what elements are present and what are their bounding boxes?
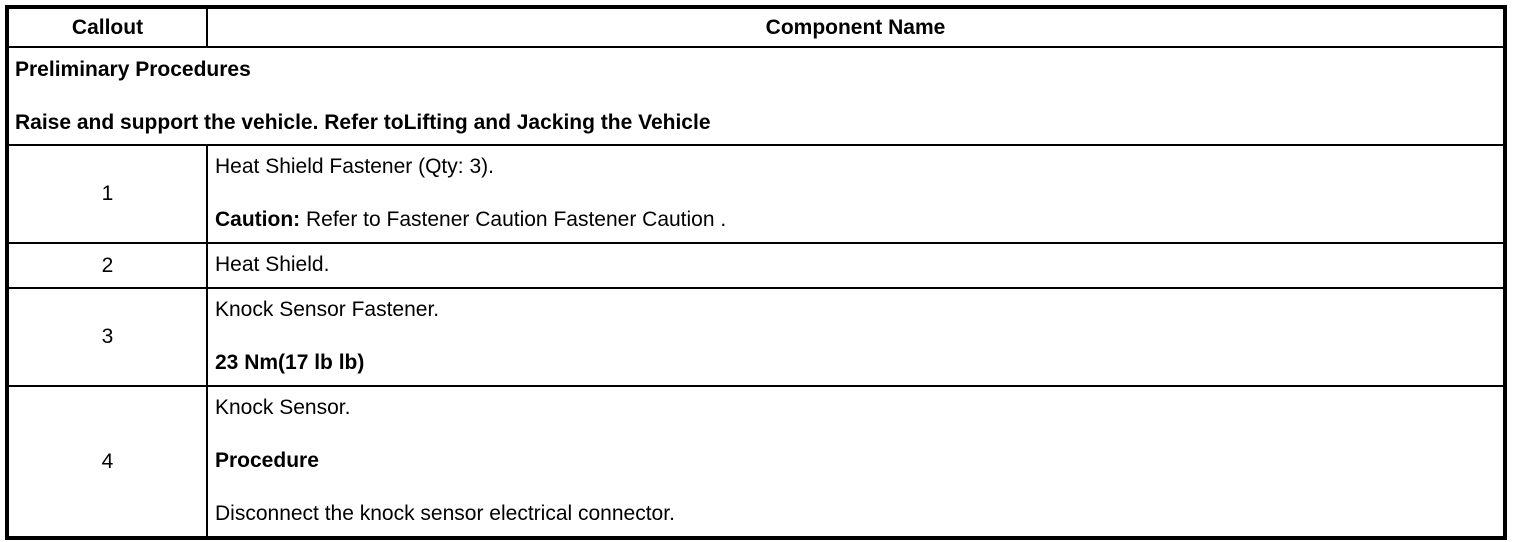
component-paragraph: Caution: Refer to Fastener Caution Faste… [215,207,1497,233]
header-row: Callout Component Name [6,6,1506,48]
bold-text: Procedure [215,449,319,472]
component-paragraph: Heat Shield. [215,252,1497,278]
component-description-cell: Knock Sensor. Procedure Disconnect the k… [206,385,1506,539]
preliminary-procedures-cell: Preliminary Procedures Raise and support… [6,46,1506,146]
table-row: 1 Heat Shield Fastener (Qty: 3). Caution… [6,144,1506,244]
plain-text: Heat Shield Fastener (Qty: 3). [215,155,494,178]
preliminary-procedures-title: Preliminary Procedures [15,58,251,81]
bold-text: Caution: [215,208,301,231]
plain-text: Disconnect the knock sensor electrical c… [215,502,675,525]
callout-component-table: Callout Component Name Preliminary Proce… [5,5,1507,540]
callout-number: 3 [6,287,208,387]
bold-text: 23 Nm(17 lb lb) [215,351,365,374]
component-paragraph: Heat Shield Fastener (Qty: 3). [215,154,1497,180]
component-paragraph: Knock Sensor Fastener. [215,297,1497,323]
plain-text: Heat Shield. [215,253,330,276]
component-name-column-header: Component Name [206,6,1506,48]
service-manual-page: Callout Component Name Preliminary Proce… [5,5,1507,540]
table-row: 2 Heat Shield. [6,242,1506,289]
callout-number: 4 [6,385,208,539]
preliminary-procedures-row: Preliminary Procedures Raise and support… [6,46,1506,146]
component-description-cell: Heat Shield Fastener (Qty: 3). Caution: … [206,144,1506,244]
component-paragraph: Knock Sensor. [215,395,1497,421]
component-description-cell: Heat Shield. [206,242,1506,289]
component-description-cell: Knock Sensor Fastener. 23 Nm(17 lb lb) [206,287,1506,387]
table-row: 3 Knock Sensor Fastener. 23 Nm(17 lb lb) [6,287,1506,387]
table-row: 4 Knock Sensor. Procedure Disconnect the… [6,385,1506,539]
callout-number: 2 [6,242,208,289]
component-paragraph: Disconnect the knock sensor electrical c… [215,501,1497,527]
plain-text: Knock Sensor. [215,396,351,419]
component-paragraph: Procedure [215,448,1497,474]
callout-column-header: Callout [6,6,208,48]
preliminary-procedures-instruction: Raise and support the vehicle. Refer toL… [15,111,711,134]
plain-text: Knock Sensor Fastener. [215,298,440,321]
callout-number: 1 [6,144,208,244]
plain-text: Refer to Fastener Caution Fastener Cauti… [300,208,727,231]
component-paragraph: 23 Nm(17 lb lb) [215,350,1497,376]
